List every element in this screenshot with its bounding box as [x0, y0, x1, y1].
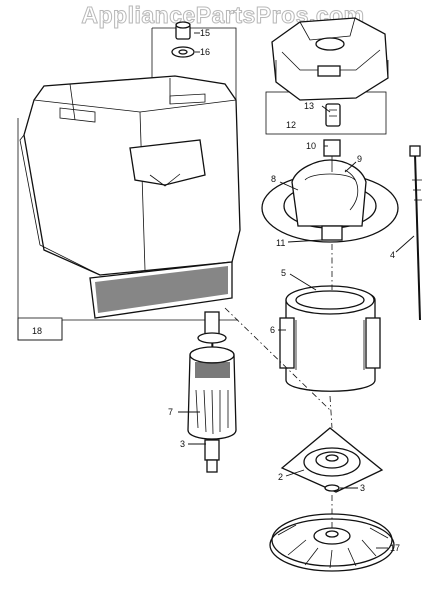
callout-12: 12	[286, 120, 296, 130]
part-10-terminal	[323, 139, 341, 172]
part-15-cap	[175, 21, 191, 40]
part-6-field-stator	[279, 285, 381, 392]
leader-lines	[178, 32, 415, 549]
part-11-brush	[321, 225, 343, 241]
part-9-brush-spring	[344, 169, 359, 211]
callout-9: 9	[357, 154, 362, 164]
callout-5: 5	[281, 268, 286, 278]
callout-13: 13	[304, 101, 314, 111]
alignment-lines	[224, 244, 333, 530]
callout-10: 10	[306, 141, 316, 151]
part-brush-housing-top	[271, 17, 389, 101]
part-3-washer	[324, 484, 340, 492]
part-16-washer	[171, 46, 195, 58]
callout-2: 2	[278, 472, 283, 482]
frame-box-18	[17, 118, 238, 341]
callout-7: 7	[168, 407, 173, 417]
part-18-foam-pad	[89, 261, 233, 319]
callout-18: 18	[32, 326, 42, 336]
part-8-brush-ring	[261, 159, 399, 243]
callout-15: 15	[200, 28, 210, 38]
part-4-through-bolt	[409, 145, 422, 321]
part-7-armature	[187, 311, 237, 473]
callout-8: 8	[271, 174, 276, 184]
part-2-end-bracket	[280, 427, 384, 493]
part-18-cover-housing	[19, 75, 241, 276]
callout-3-armature: 3	[180, 439, 185, 449]
callout-17: 17	[390, 543, 400, 553]
callout-11: 11	[276, 238, 285, 248]
callout-16: 16	[200, 47, 210, 57]
part-13-clip	[325, 103, 341, 127]
callout-3-washer: 3	[360, 483, 365, 493]
callout-4: 4	[390, 250, 395, 260]
callout-6: 6	[270, 325, 275, 335]
